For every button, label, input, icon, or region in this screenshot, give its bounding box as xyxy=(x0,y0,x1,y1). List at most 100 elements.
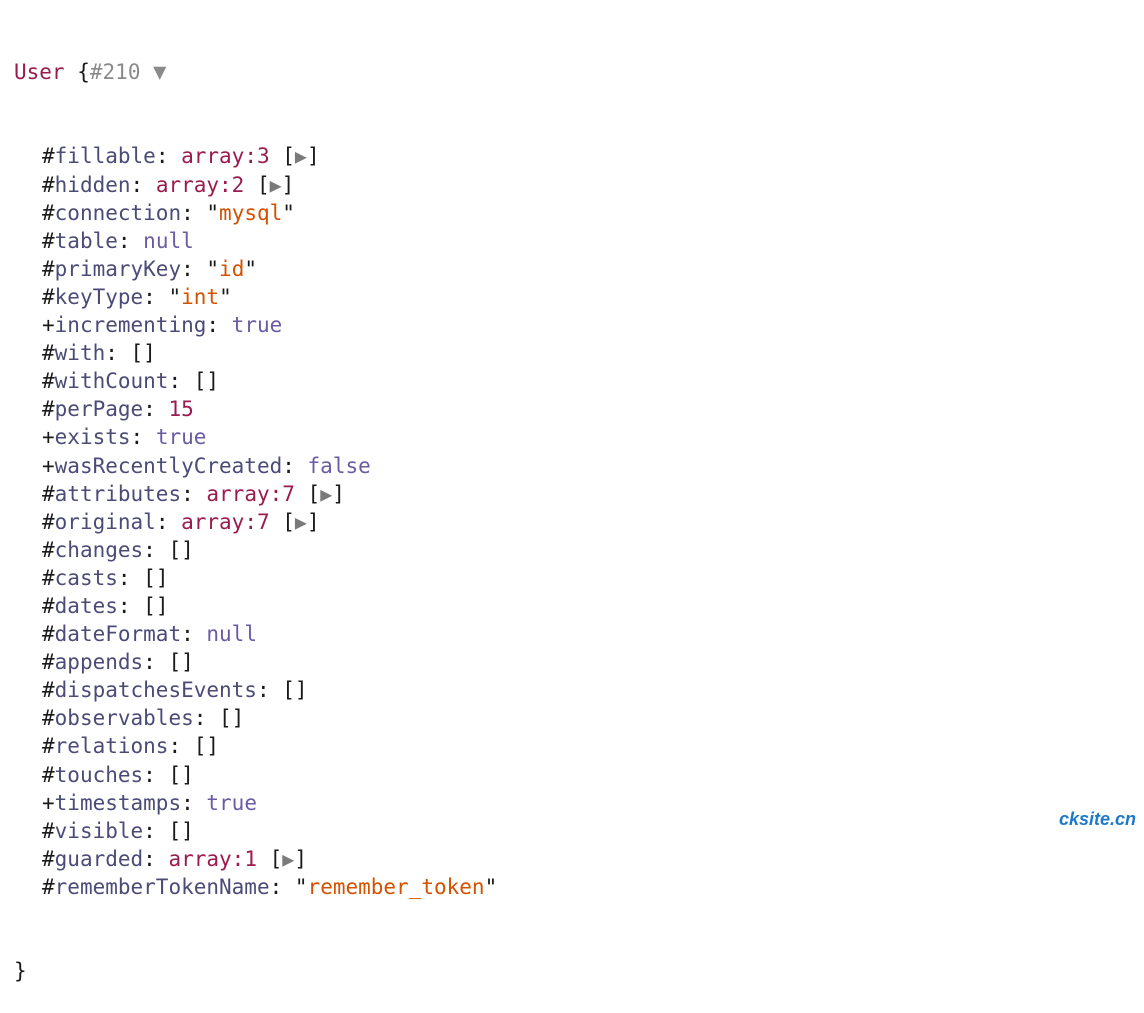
property-modifier: + xyxy=(42,425,55,450)
property-modifier: # xyxy=(42,369,55,394)
var-dump: User {#210 ▼ #fillable: array:3 [▶]#hidd… xyxy=(14,2,497,1013)
property-modifier: # xyxy=(42,565,55,590)
property-name: incrementing xyxy=(54,313,207,338)
triangle-right-icon[interactable]: ▶ xyxy=(269,172,282,197)
property-row: #perPage: 15 xyxy=(42,397,194,422)
triangle-right-icon[interactable]: ▶ xyxy=(320,481,333,506)
property-modifier: + xyxy=(42,453,55,478)
property-row: #attributes: array:7 [▶] xyxy=(14,480,497,508)
property-name: dateFormat xyxy=(54,622,182,647)
property-name: attributes xyxy=(54,481,182,506)
property-value: mysql xyxy=(219,200,283,225)
property-value: [] xyxy=(143,565,169,590)
property-row: #with: [] xyxy=(42,341,156,366)
property-row: +incrementing: true xyxy=(42,313,283,338)
property-modifier: # xyxy=(42,256,55,281)
property-value: array:3 xyxy=(181,144,270,169)
property-name: timestamps xyxy=(54,790,182,815)
triangle-right-icon[interactable]: ▶ xyxy=(282,846,295,871)
property-value: array:2 xyxy=(155,172,245,197)
property-row: +wasRecentlyCreated: false xyxy=(42,453,371,478)
property-name: perPage xyxy=(54,397,144,422)
triangle-down-icon[interactable]: ▼ xyxy=(153,60,167,86)
property-value: false xyxy=(307,453,371,478)
property-value: [] xyxy=(168,762,194,787)
property-row: #table: null xyxy=(42,228,194,253)
property-row: #relations: [] xyxy=(42,734,220,759)
property-name: with xyxy=(54,341,106,366)
property-modifier: # xyxy=(42,144,55,169)
property-value: true xyxy=(206,790,257,815)
property-name: dispatchesEvents xyxy=(54,678,257,703)
property-value: array:7 xyxy=(181,509,270,534)
property-name: guarded xyxy=(54,846,144,871)
property-modifier: # xyxy=(42,678,55,703)
property-modifier: + xyxy=(42,790,55,815)
property-name: touches xyxy=(54,762,144,787)
property-value: [] xyxy=(282,678,308,703)
property-modifier: # xyxy=(42,397,55,422)
property-row: #casts: [] xyxy=(42,565,169,590)
property-value: true xyxy=(155,425,207,450)
property-modifier: # xyxy=(42,846,55,871)
property-name: connection xyxy=(54,200,182,225)
open-brace: { xyxy=(77,60,90,85)
property-modifier: # xyxy=(42,341,55,366)
property-modifier: # xyxy=(42,734,55,759)
property-modifier: # xyxy=(42,593,55,618)
property-value: 15 xyxy=(168,397,194,422)
property-value: array:7 xyxy=(206,481,295,506)
property-name: casts xyxy=(54,565,118,590)
property-value: remember_token xyxy=(307,874,485,899)
property-value: [] xyxy=(168,650,194,675)
object-id: #210 xyxy=(89,60,141,85)
property-row: #original: array:7 [▶] xyxy=(14,508,497,536)
property-name: withCount xyxy=(54,369,169,394)
property-name: primaryKey xyxy=(54,256,182,281)
property-modifier: # xyxy=(42,622,55,647)
property-name: exists xyxy=(54,425,131,450)
property-row: #fillable: array:3 [▶] xyxy=(14,142,497,170)
triangle-right-icon[interactable]: ▶ xyxy=(294,509,307,534)
property-name: dates xyxy=(54,593,118,618)
property-value: [] xyxy=(168,818,194,843)
property-modifier: # xyxy=(42,481,55,506)
property-name: keyType xyxy=(54,284,144,309)
property-row: #withCount: [] xyxy=(42,369,220,394)
property-modifier: # xyxy=(42,284,55,309)
property-modifier: # xyxy=(42,706,55,731)
property-modifier: # xyxy=(42,650,55,675)
close-brace: } xyxy=(14,959,27,984)
property-name: appends xyxy=(54,650,144,675)
property-value: id xyxy=(219,256,245,281)
property-row: +exists: true xyxy=(42,425,207,450)
property-row: #dateFormat: null xyxy=(42,622,257,647)
property-value: [] xyxy=(193,734,220,759)
property-name: visible xyxy=(54,818,144,843)
property-value: true xyxy=(231,313,283,338)
property-row: #hidden: array:2 [▶] xyxy=(14,171,497,199)
property-modifier: # xyxy=(42,537,55,562)
triangle-right-icon[interactable]: ▶ xyxy=(294,144,307,169)
property-row: #observables: [] xyxy=(42,706,245,731)
property-value: [] xyxy=(130,341,156,366)
property-row: #dates: [] xyxy=(42,593,169,618)
property-value: [] xyxy=(143,593,169,618)
property-modifier: # xyxy=(42,874,55,899)
property-value: null xyxy=(143,228,194,253)
watermark: cksite.cn xyxy=(1058,809,1136,829)
dump-footer: } xyxy=(14,957,497,985)
property-modifier: # xyxy=(42,200,55,225)
property-row: #changes: [] xyxy=(42,537,194,562)
property-value: [] xyxy=(168,537,194,562)
property-row: +timestamps: true xyxy=(42,790,257,815)
property-row: #dispatchesEvents: [] xyxy=(42,678,308,703)
property-name: table xyxy=(54,228,118,253)
class-name: User xyxy=(14,60,65,85)
property-value: array:1 xyxy=(168,846,257,871)
property-name: hidden xyxy=(54,172,131,197)
property-value: [] xyxy=(219,706,245,731)
property-row: #connection: "mysql" xyxy=(42,200,295,225)
property-name: changes xyxy=(54,537,144,562)
property-name: observables xyxy=(54,706,194,731)
